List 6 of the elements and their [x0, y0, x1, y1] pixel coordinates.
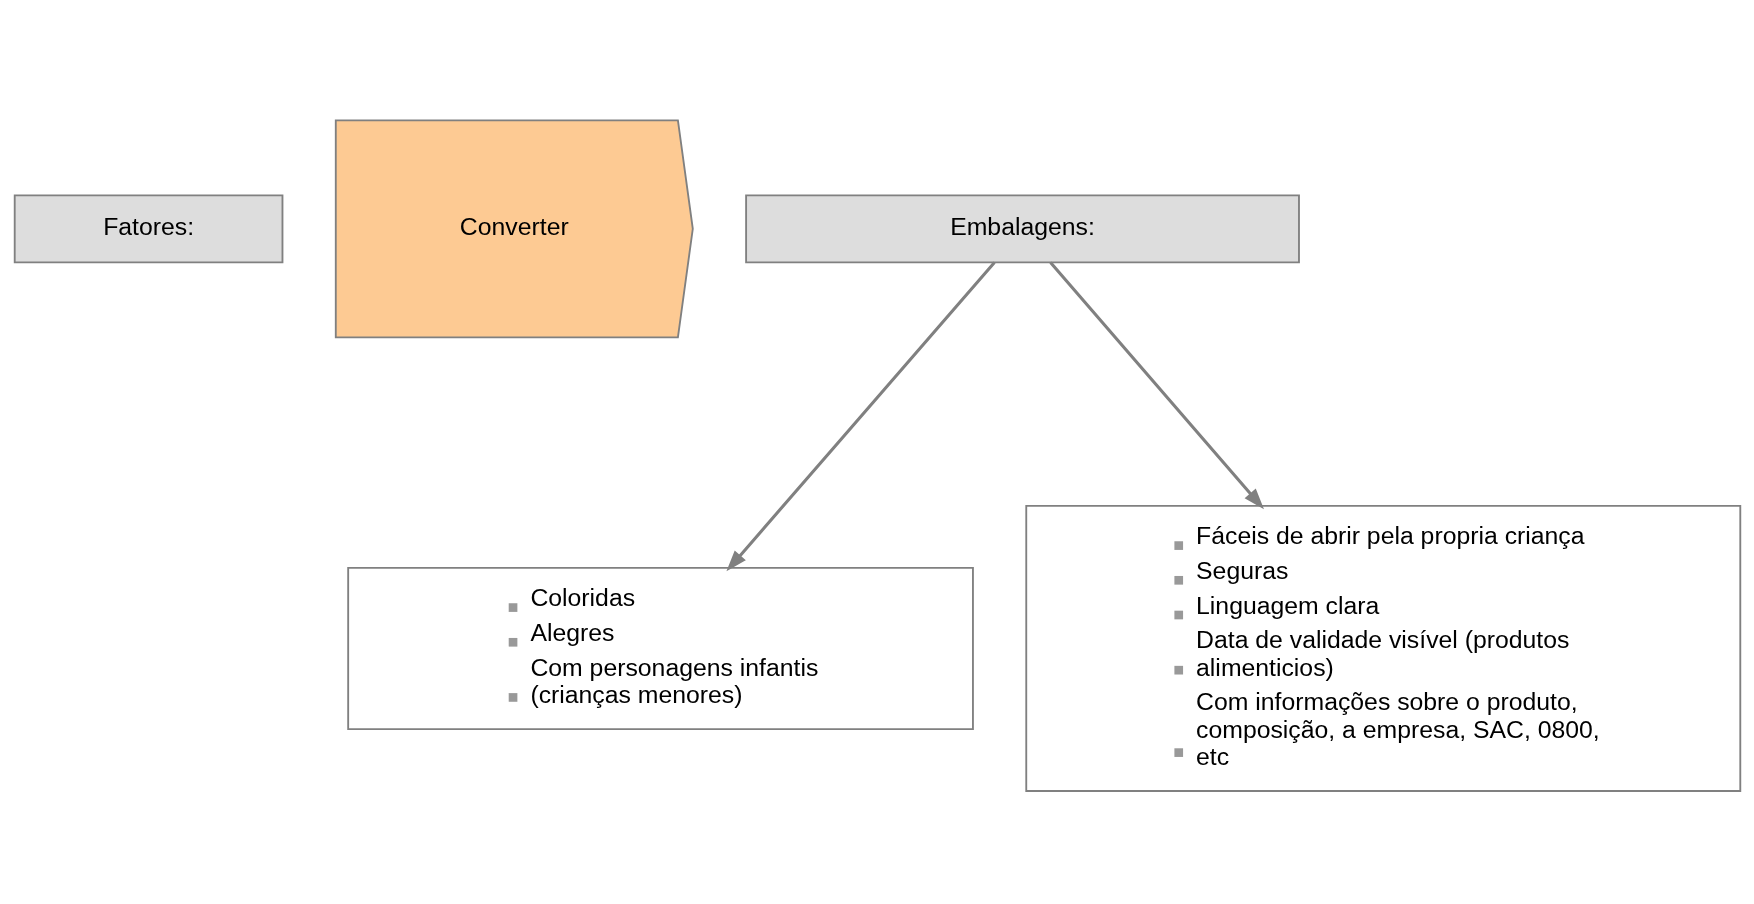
node-box: Fatores: [13, 194, 283, 264]
arrow [1048, 261, 1264, 510]
node-box: Fáceis de abrir pela propria criança Seguras Linguagem clara Data de validade visível (produtos alimenticios) Com informações sobre o produto, composição, a empresa, SAC, 0800, etc [1024, 505, 1741, 792]
node-box: Embalagens: [744, 194, 1300, 264]
arrow [725, 261, 996, 572]
node-box: Coloridas Alegres Com personagens infantis (crianças menores) [346, 567, 974, 730]
